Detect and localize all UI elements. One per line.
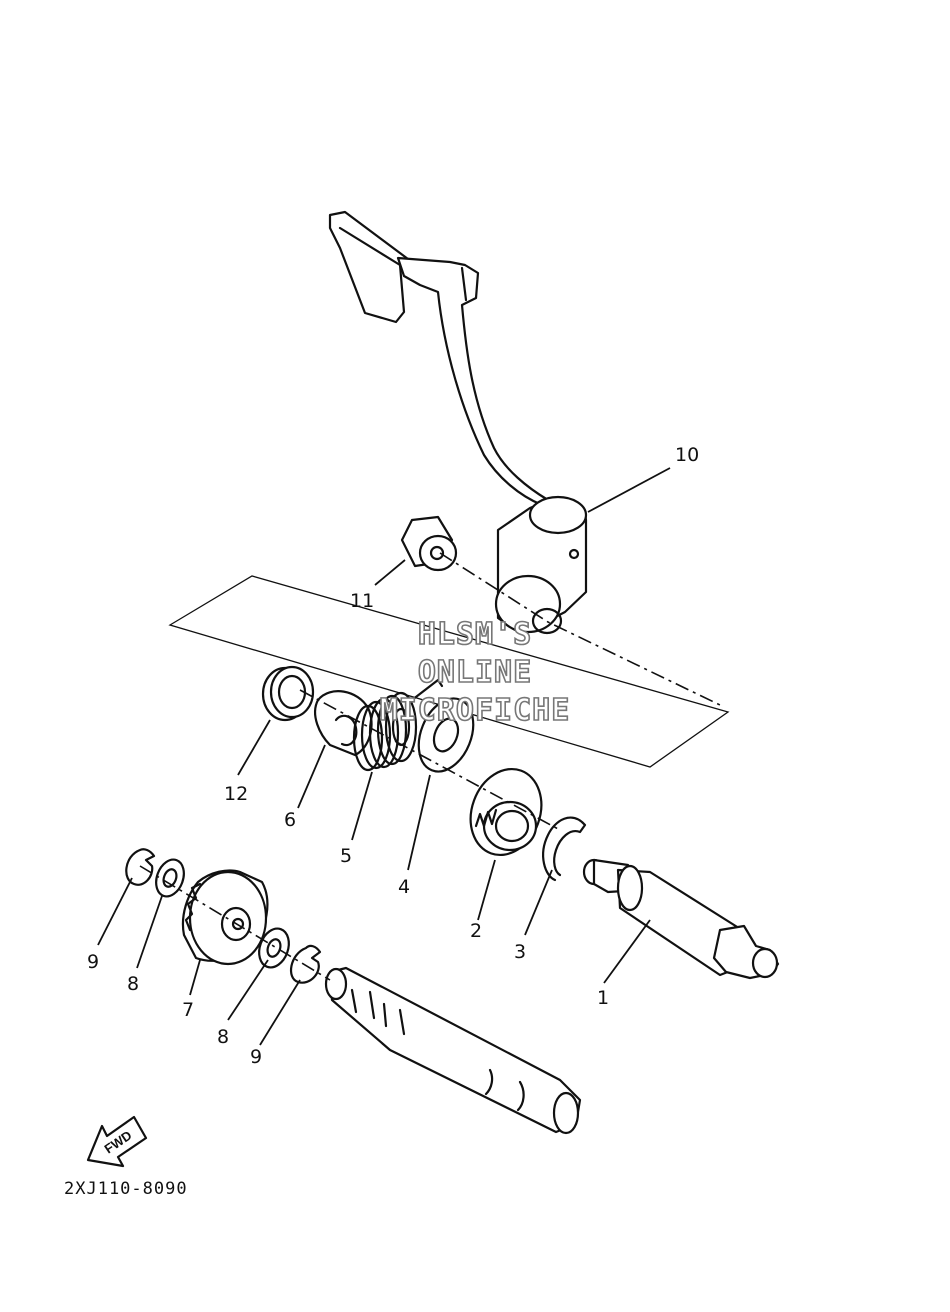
kick-crank-part [328,210,588,635]
idle-shaft-part [324,966,582,1135]
callout-5: 5 [340,845,352,867]
washer-8-right-part [258,927,290,969]
callout-11: 11 [350,590,374,612]
subassembly-outline [168,575,730,768]
watermark-line-3: MICROFICHE [380,693,571,728]
axis-line-idle [139,865,331,981]
callout-12: 12 [224,783,248,805]
ratchet-part [469,767,543,857]
washer-4-part [417,697,475,773]
watermark-line-2: ONLINE [418,655,532,690]
callout-1: 1 [597,987,609,1009]
idle-gear-part [181,869,269,966]
callout-3: 3 [514,941,526,963]
callout-4: 4 [398,876,410,898]
watermark-line-1: HLSM'S [418,617,532,652]
kick-axle-part [582,858,780,980]
callout-9-right: 9 [250,1046,262,1068]
callout-7: 7 [182,999,194,1021]
torsion-spring-part [352,678,444,772]
leader-lines [97,467,671,1046]
washer-8-left-part [155,858,185,898]
axis-line-kick [299,689,561,831]
callout-9-left: 9 [87,951,99,973]
circlip-3-part [542,816,587,882]
callout-2: 2 [470,920,482,942]
diagram-code: 2XJ110-8090 [64,1179,188,1199]
axis-line-upper [439,552,721,706]
callout-8-right: 8 [217,1026,229,1048]
fwd-arrow-icon: FWD [86,1115,148,1168]
callout-10: 10 [675,444,699,466]
callout-6: 6 [284,809,296,831]
collar-part [400,515,458,572]
circlip-9-right-part [289,944,322,984]
callout-8-left: 8 [127,973,139,995]
